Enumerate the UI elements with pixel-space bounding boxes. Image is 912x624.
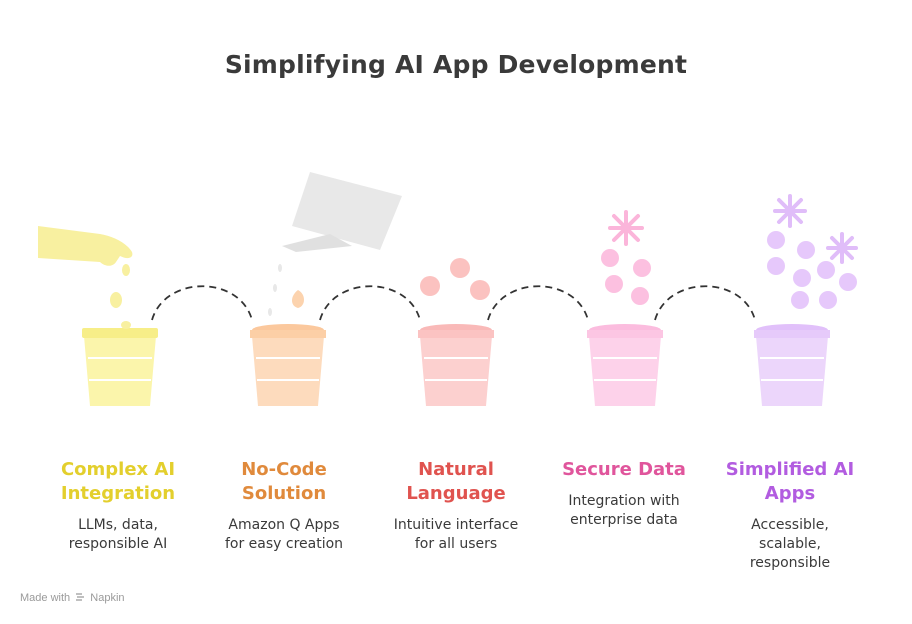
step-4-title: Secure Data <box>562 459 686 480</box>
step-3: Natural Language Intuitive interface for… <box>376 458 536 554</box>
step-1-desc: LLMs, data, responsible AI <box>68 517 168 552</box>
step-2-title: No-Code Solution <box>241 459 327 504</box>
pot-orange <box>250 290 326 406</box>
diagram-title: Simplifying AI App Development <box>224 50 688 79</box>
hand-icon <box>38 226 133 329</box>
step-3-title: Natural Language <box>406 459 506 504</box>
step-5-desc: Accessible, scalable, responsible <box>749 517 831 571</box>
pot-pink <box>587 210 663 406</box>
connector-arcs <box>151 285 756 321</box>
footer-brand: Napkin <box>90 592 125 604</box>
step-1-title: Complex AI Integration <box>60 459 176 504</box>
step-2: No-Code Solution Amazon Q Apps for easy … <box>204 458 364 554</box>
napkin-logo-icon <box>76 593 85 601</box>
step-4: Secure Data Integration with enterprise … <box>544 458 704 530</box>
sparkle-icon <box>773 194 858 264</box>
footer-prefix: Made with <box>20 592 71 604</box>
pot-purple <box>754 194 858 406</box>
watering-can-icon <box>268 172 402 316</box>
connector-arc-1 <box>151 285 253 321</box>
step-1: Complex AI Integration LLMs, data, respo… <box>38 458 198 554</box>
step-4-desc: Integration with enterprise data <box>568 493 680 528</box>
step-5-title: Simplified AI Apps <box>725 459 855 504</box>
connector-arc-4 <box>654 285 756 321</box>
pot-red <box>418 258 494 406</box>
step-2-desc: Amazon Q Apps for easy creation <box>224 517 344 552</box>
pot-yellow <box>82 328 158 406</box>
sparkle-icon <box>608 210 644 246</box>
step-3-desc: Intuitive interface for all users <box>393 517 519 552</box>
connector-arc-2 <box>319 285 421 321</box>
connector-arc-3 <box>487 285 589 321</box>
footer: Made with Napkin <box>20 592 125 604</box>
step-5: Simplified AI Apps Accessible, scalable,… <box>710 458 870 573</box>
